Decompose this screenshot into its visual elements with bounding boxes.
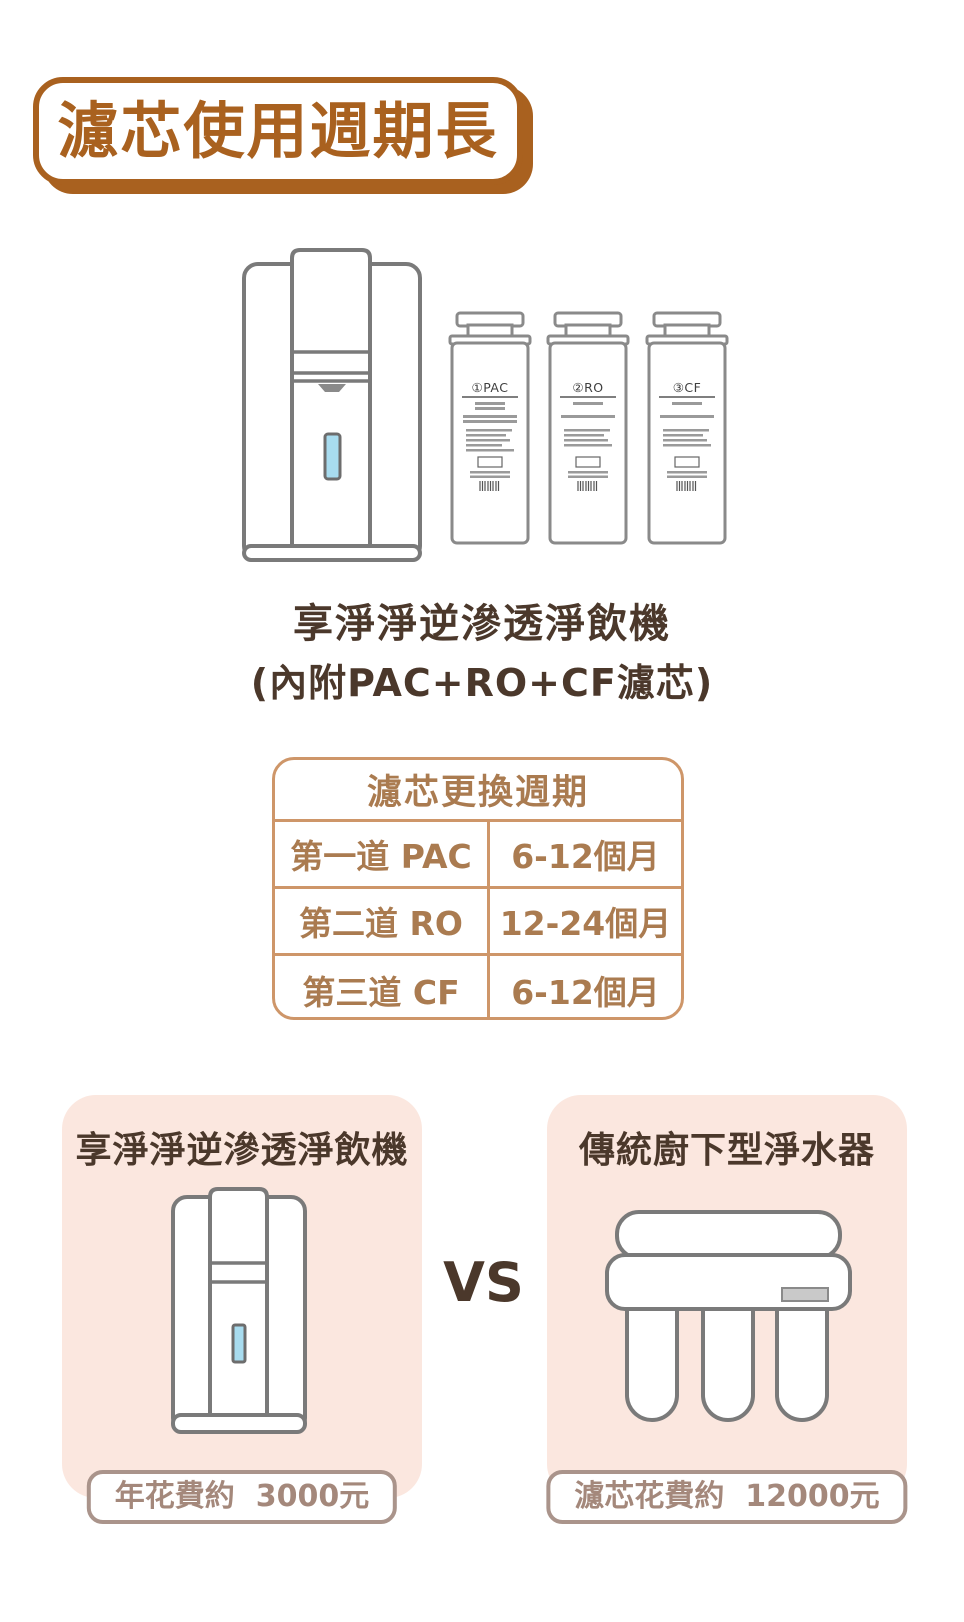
table-title: 濾芯更換週期: [275, 760, 681, 822]
page-title: 濾芯使用週期長: [57, 95, 499, 167]
period-cell: 6-12個月: [511, 837, 660, 876]
comparison-panel-left: 享淨淨逆滲透淨飲機 年花費約 3000元: [62, 1095, 422, 1524]
right-cost-badge: 濾芯花費約 12000元: [546, 1470, 908, 1524]
period-cell: 6-12個月: [511, 972, 660, 1012]
label-fineprint: [463, 402, 517, 491]
right-panel-title: 傳統廚下型淨水器: [578, 1130, 875, 1171]
label-fineprint: [561, 402, 615, 491]
filter-cartridge-ro-icon: ②RO: [546, 311, 630, 545]
spout-icon: [318, 384, 346, 392]
product-name: 享淨淨逆滲透淨飲機: [293, 601, 671, 647]
stage-cell: 第一道 PAC: [275, 822, 490, 886]
water-window-icon: [323, 432, 342, 481]
filter-cartridge-pac-icon: ①PAC: [448, 311, 532, 545]
filter-label: ②RO: [572, 380, 603, 395]
table-row: 第二道 RO 12-24個月: [275, 889, 681, 956]
product-caption: 享淨淨逆滲透淨飲機 (內附PAC+RO+CF濾芯): [0, 600, 964, 707]
stage-cell: 第三道 CF: [275, 956, 490, 1017]
table-row: 第三道 CF 6-12個月: [275, 956, 681, 1017]
filter-cycle-table: 濾芯更換週期 第一道 PAC 6-12個月 第二道 RO 12-24個月 第三道…: [272, 757, 684, 1020]
left-cost-badge: 年花費約 3000元: [86, 1470, 398, 1524]
stage-cell: 第二道 RO: [275, 889, 490, 953]
period-cell: 12-24個月: [499, 904, 672, 943]
water-window-icon: [231, 1323, 247, 1364]
filter-label: ①PAC: [471, 380, 508, 395]
table-row: 第一道 PAC 6-12個月: [275, 822, 681, 889]
left-panel-title: 享淨淨逆滲透淨飲機: [75, 1130, 409, 1171]
product-included-filters: (內附PAC+RO+CF濾芯): [250, 661, 714, 705]
filter-cartridge-cf-icon: ③CF: [645, 311, 729, 545]
purifier-machine-icon: [171, 1187, 307, 1434]
vs-label: VS: [443, 1251, 524, 1314]
water-purifier-and-filters-illustration: ①PAC ②RO: [242, 248, 729, 562]
title-banner: 濾芯使用週期長: [33, 77, 523, 185]
comparison-panel-right: 傳統廚下型淨水器 濾芯花費約 12000元: [546, 1095, 908, 1524]
label-fineprint: [660, 402, 714, 491]
undersink-filter-icon: [605, 1210, 852, 1422]
vent-detail: [781, 1287, 829, 1302]
purifier-machine-icon: [242, 248, 422, 562]
filter-label: ③CF: [673, 380, 702, 395]
